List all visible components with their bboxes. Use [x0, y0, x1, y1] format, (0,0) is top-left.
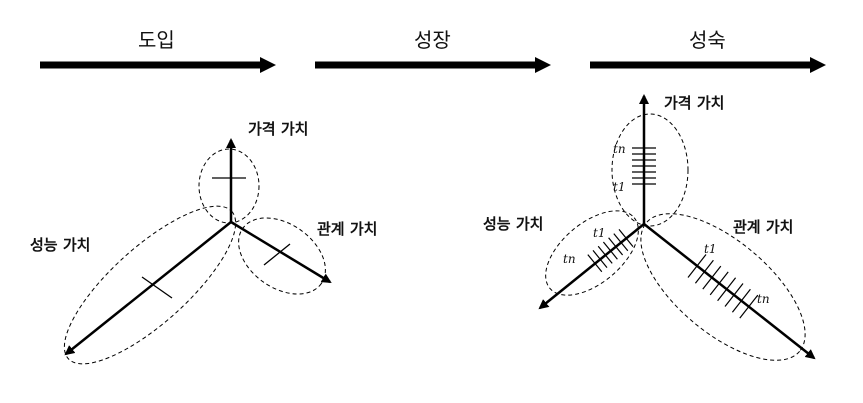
maturity-performance-label: 성능 가치	[483, 215, 544, 233]
maturity-relationship-tn: tn	[757, 292, 770, 306]
maturity-performance-tick-5	[597, 245, 613, 264]
stage-arrow-maturity-head	[810, 57, 826, 73]
maturity-relationship-ticks	[687, 254, 759, 319]
maturity-relationship-label: 관계 가치	[733, 218, 794, 236]
intro-price-ellipse	[198, 148, 260, 224]
maturity-performance-ticks	[587, 229, 634, 273]
intro-relationship-label: 관계 가치	[317, 220, 378, 238]
maturity-performance-tick-4	[602, 241, 618, 260]
stage-label-intro: 도입	[138, 28, 175, 52]
maturity-relationship-tick-8	[739, 294, 759, 319]
intro-price-label: 가격 가치	[248, 120, 309, 138]
maturity-performance-tick-6	[592, 250, 608, 268]
maturity-performance-t1: t1	[593, 226, 606, 240]
maturity-performance-tick-3	[608, 237, 624, 256]
intro-diagram	[63, 138, 332, 365]
maturity-relationship-tick-3	[702, 265, 722, 290]
intro-performance-tick	[141, 276, 173, 299]
maturity-relationship-tick-7	[731, 288, 751, 313]
maturity-relationship-t1: t1	[704, 242, 717, 256]
maturity-performance-ellipse	[545, 210, 639, 296]
maturity-relationship-tick-4	[709, 271, 729, 296]
maturity-diagram	[538, 94, 816, 361]
maturity-relationship-tick-6	[724, 283, 744, 307]
maturity-price-ellipse	[611, 113, 689, 227]
intro-performance-ellipse	[63, 205, 237, 365]
maturity-performance-tick-2	[613, 233, 629, 252]
intro-relationship-tick	[263, 243, 291, 266]
stage-arrow-growth-head	[535, 57, 551, 73]
maturity-price-label: 가격 가치	[664, 94, 725, 112]
maturity-price-ticks	[632, 147, 656, 185]
maturity-performance-axis	[538, 223, 645, 310]
maturity-relationship-tick-2	[694, 259, 714, 284]
maturity-relationship-ellipse	[640, 213, 806, 361]
maturity-relationship-axis	[643, 223, 816, 360]
maturity-relationship-tick-5	[717, 277, 737, 302]
stage-label-maturity: 성숙	[689, 28, 726, 52]
stage-arrows	[40, 57, 826, 73]
stage-label-growth: 성장	[414, 28, 451, 52]
intro-performance-label: 성능 가치	[30, 236, 91, 254]
maturity-performance-tick-7	[587, 254, 603, 273]
maturity-price-t1: t1	[613, 180, 626, 194]
maturity-relationship-tick-1	[687, 254, 707, 278]
maturity-price-tn: tn	[613, 142, 626, 156]
maturity-performance-tick-1	[618, 229, 634, 247]
intro-performance-axis	[64, 221, 232, 356]
stage-arrow-intro-head	[260, 57, 276, 73]
maturity-performance-tn: tn	[563, 252, 576, 266]
